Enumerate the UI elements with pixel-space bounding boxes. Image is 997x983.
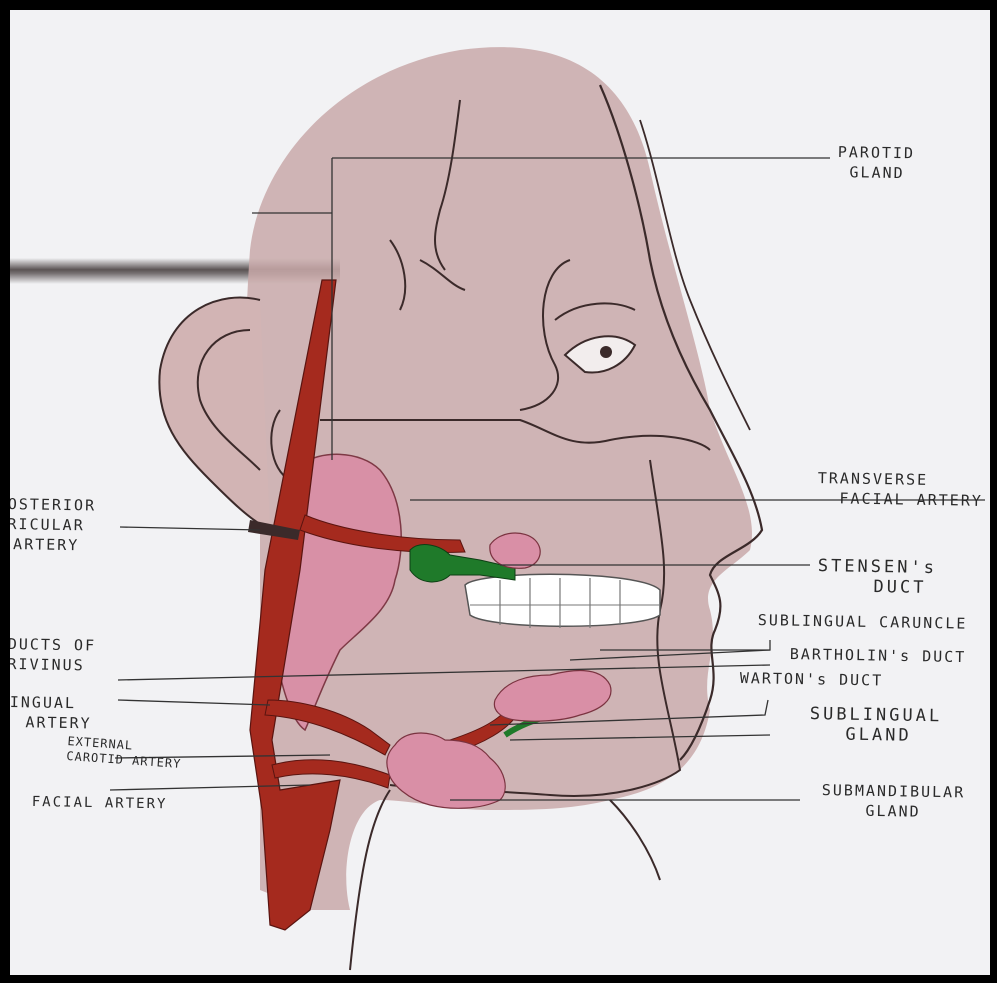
- ear-outline: [159, 298, 270, 530]
- label-sublingual-line2: GLAND: [809, 724, 942, 746]
- label-wartons-duct: WARTON's DUCT: [740, 668, 884, 690]
- label-rivinus-line2: RIVINUS: [10, 654, 96, 676]
- label-ducts-of-rivinus: DUCTS OF RIVINUS: [10, 634, 96, 676]
- label-posterior-line1: OSTERIOR: [10, 494, 96, 516]
- label-bartholins-duct: BARTHOLIN's DUCT: [790, 644, 967, 667]
- label-transverse-facial-artery: TRANSVERSE FACIAL ARTERY: [817, 468, 983, 511]
- label-parotid-line2: GLAND: [837, 162, 915, 183]
- accessory-parotid-lobule: [490, 533, 540, 568]
- label-transverse-line2: FACIAL ARTERY: [817, 488, 983, 511]
- label-posterior-line2: RICULAR: [10, 514, 96, 536]
- label-lingual-line1: INGUAL: [10, 692, 92, 713]
- label-submandibular-line1: SUBMANDIBULAR: [822, 780, 966, 802]
- paper-sheet: PAROTID GLAND TRANSVERSE FACIAL ARTERY S…: [10, 10, 990, 975]
- label-lingual-artery: INGUAL ARTERY: [10, 692, 92, 733]
- label-sublingual-caruncle: SUBLINGUAL CARUNCLE: [758, 610, 968, 634]
- label-stensens-line1: STENSEN's: [818, 556, 937, 578]
- label-parotid-gland: PAROTID GLAND: [837, 142, 915, 183]
- neck-front-outline: [610, 800, 660, 880]
- label-facial-artery: FACIAL ARTERY: [32, 792, 168, 814]
- label-stensens-duct: STENSEN's DUCT: [817, 556, 937, 598]
- label-posterior-auricular-artery: OSTERIOR RICULAR ARTERY: [10, 494, 96, 556]
- label-posterior-line3: ARTERY: [10, 534, 96, 556]
- eye-pupil: [600, 346, 612, 358]
- label-stensens-line2: DUCT: [817, 576, 936, 598]
- upper-teeth: [465, 574, 660, 628]
- label-sublingual-gland: SUBLINGUAL GLAND: [809, 704, 942, 746]
- label-rivinus-line1: DUCTS OF: [10, 634, 96, 656]
- label-sublingual-line1: SUBLINGUAL: [810, 704, 943, 726]
- label-submandibular-gland: SUBMANDIBULAR GLAND: [821, 780, 965, 822]
- label-parotid-line1: PAROTID: [838, 142, 916, 163]
- label-submandibular-line2: GLAND: [821, 800, 965, 822]
- label-lingual-line2: ARTERY: [10, 712, 92, 733]
